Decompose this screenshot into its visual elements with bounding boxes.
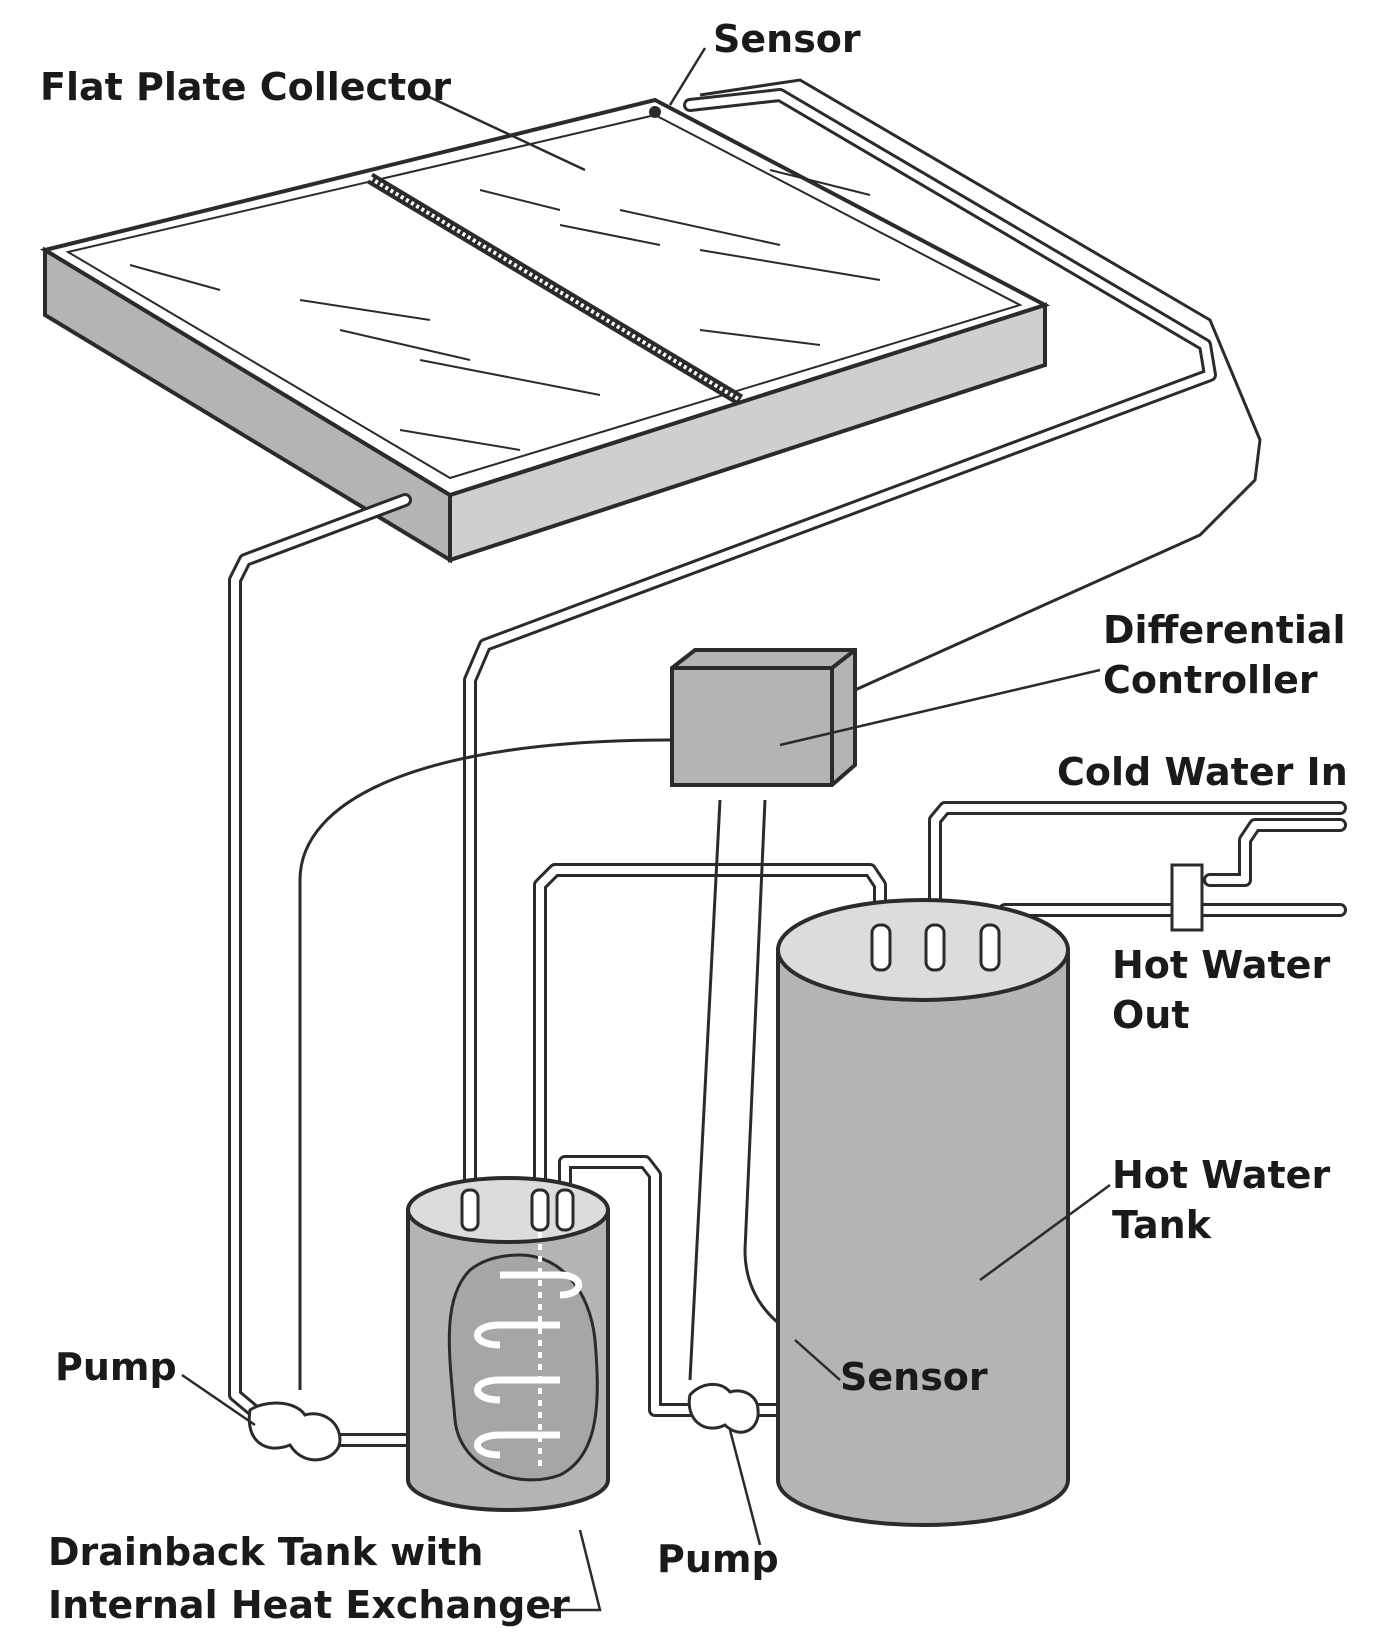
label-cold-water-in: Cold Water In [1057, 750, 1348, 794]
pump-left [247, 1401, 342, 1462]
leader-hot-water-tank [979, 1183, 1111, 1282]
label-drainback-2: Internal Heat Exchanger [48, 1583, 570, 1627]
leader-sensor-tank [794, 1339, 841, 1381]
label-differential: Differential [1103, 608, 1346, 652]
pipes [228, 88, 1347, 1447]
label-controller: Controller [1103, 658, 1318, 702]
label-sensor-tank: Sensor [840, 1355, 988, 1399]
labels: Flat Plate Collector Sensor Differential… [40, 17, 1348, 1627]
differential-controller [670, 648, 857, 787]
hot-water-tank-top [776, 898, 1070, 1002]
controller-body [670, 648, 857, 787]
label-pump-left: Pump [55, 1345, 177, 1389]
mixing-valve [1170, 863, 1204, 932]
pump-center [687, 1383, 760, 1434]
collector-sensor [649, 106, 661, 118]
label-sensor-top: Sensor [713, 17, 861, 61]
drainback-tank-top [406, 1176, 610, 1244]
label-pump-center: Pump [657, 1537, 779, 1581]
tank-pipe-stubs [870, 923, 1001, 972]
label-hot-water-tank-2: Tank [1112, 1203, 1212, 1247]
label-hot-water-tank-1: Hot Water [1112, 1153, 1330, 1197]
heat-exchanger-coil [447, 1253, 599, 1482]
leader-drainback [550, 1529, 602, 1612]
leader-controller [779, 668, 1101, 747]
coil-loops [474, 1271, 583, 1459]
hot-water-tank [776, 898, 1070, 1527]
label-drainback-1: Drainback Tank with [48, 1530, 483, 1574]
leader-pump-center [728, 1429, 762, 1546]
collector-glare-marks [129, 169, 881, 451]
leader-pump-left [181, 1373, 256, 1427]
drainback-tank [406, 1176, 610, 1512]
label-hot-water-out-1: Hot Water [1112, 943, 1330, 987]
leader-lines [181, 47, 1111, 1612]
leader-collector [424, 93, 586, 172]
leader-sensor-top [668, 47, 707, 106]
label-hot-water-out-2: Out [1112, 993, 1190, 1037]
label-flat-plate-collector: Flat Plate Collector [40, 65, 451, 109]
hot-water-tank-body [776, 948, 1070, 1527]
collector-divider [366, 172, 744, 406]
flat-plate-collector [39, 97, 1051, 564]
sensor-wires [298, 78, 1262, 1390]
collector-glazing-border [65, 113, 1023, 480]
drainback-pipe-stubs [460, 1188, 575, 1232]
